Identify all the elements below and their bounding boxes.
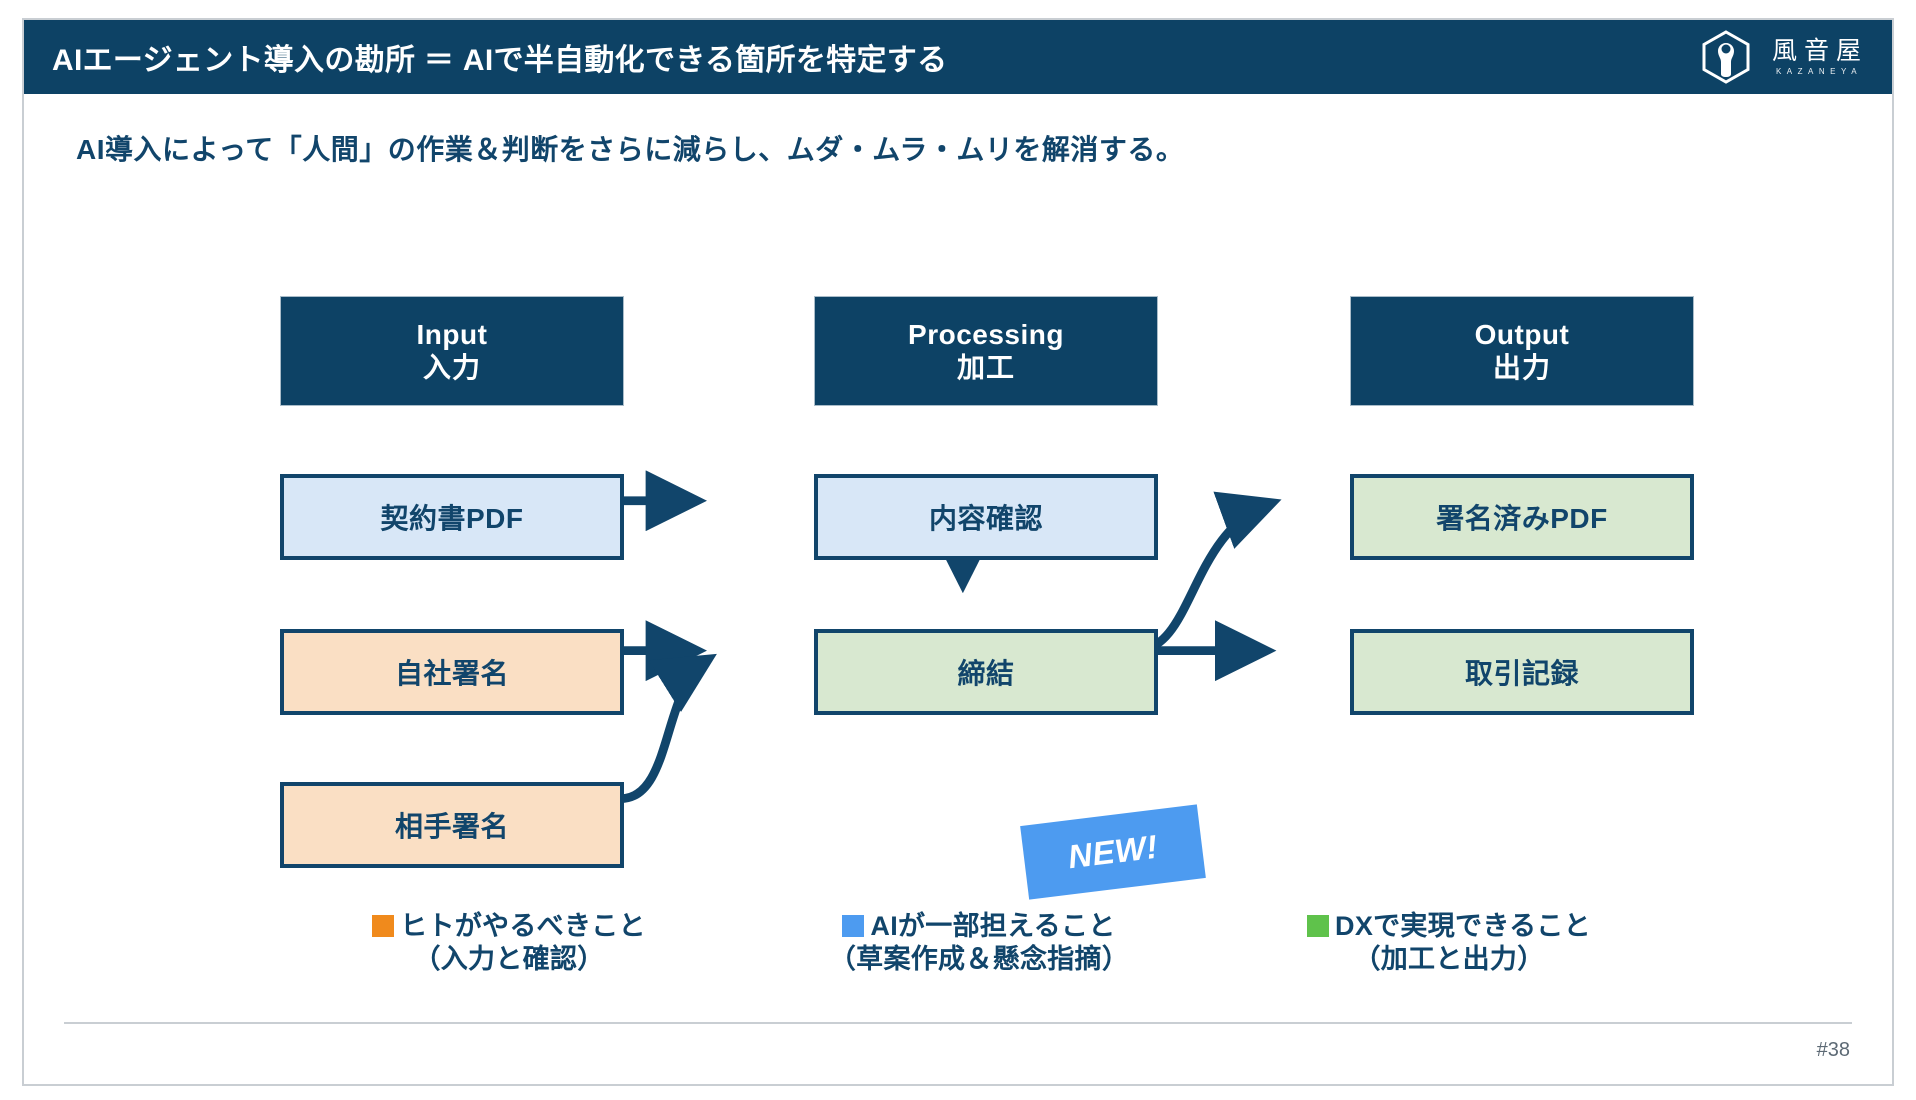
node-content-check[interactable]: 内容確認	[814, 474, 1158, 560]
new-badge-label: NEW!	[1066, 827, 1160, 876]
node-counterparty-signature[interactable]: 相手署名	[280, 782, 624, 868]
new-badge: NEW!	[1020, 804, 1206, 900]
column-header-output: Output 出力	[1350, 296, 1694, 406]
brand-logo: 風音屋 KAZANEYA	[1701, 30, 1868, 84]
column-header-input-en: Input	[416, 318, 488, 350]
legend-swatch-blue-icon	[842, 915, 865, 938]
column-header-output-jp: 出力	[1492, 352, 1551, 383]
legend: ヒトがやるべきこと （入力と確認） AIが一部担えること （草案作成＆懸念指摘）…	[274, 910, 1684, 976]
page-title: AIエージェント導入の勘所 ＝ AIで半自動化できる箇所を特定する	[52, 44, 948, 77]
legend-sub-ai: （草案作成＆懸念指摘）	[828, 943, 1130, 974]
logo-wordmark: 風音屋 KAZANEYA	[1765, 37, 1868, 76]
legend-label-human: ヒトがやるべきこと	[400, 911, 646, 941]
slide-frame: AIエージェント導入の勘所 ＝ AIで半自動化できる箇所を特定する 風音屋 KA…	[22, 18, 1894, 1086]
legend-sub-dx: （加工と出力）	[1353, 943, 1545, 974]
legend-label-ai: AIが一部担えること	[870, 911, 1116, 941]
column-header-output-en: Output	[1474, 318, 1570, 350]
logo-jp-text: 風音屋	[1771, 37, 1868, 66]
page-number: #38	[1816, 1039, 1850, 1061]
legend-sub-human: （入力と確認）	[413, 943, 605, 974]
process-diagram: Input 入力 Processing 加工 Output 出力 契約書PDF …	[24, 20, 1892, 1084]
node-contract-pdf[interactable]: 契約書PDF	[280, 474, 624, 560]
legend-item-human: ヒトがやるべきこと （入力と確認）	[274, 910, 744, 976]
node-transaction-record[interactable]: 取引記録	[1350, 629, 1694, 715]
column-header-processing-jp: 加工	[956, 352, 1015, 383]
legend-label-dx: DXで実現できること	[1335, 911, 1591, 941]
column-header-input: Input 入力	[280, 296, 624, 406]
legend-swatch-orange-icon	[372, 915, 395, 938]
column-header-processing: Processing 加工	[814, 296, 1158, 406]
node-signed-pdf[interactable]: 署名済みPDF	[1350, 474, 1694, 560]
kazaneya-hexagon-icon	[1701, 30, 1751, 84]
column-header-input-jp: 入力	[422, 352, 481, 383]
slide-header: AIエージェント導入の勘所 ＝ AIで半自動化できる箇所を特定する 風音屋 KA…	[24, 20, 1892, 94]
legend-item-dx: DXで実現できること （加工と出力）	[1214, 910, 1684, 976]
lead-statement: AI導入によって「人間」の作業＆判断をさらに減らし、ムダ・ムラ・ムリを解消する。	[76, 134, 1185, 165]
legend-item-ai: AIが一部担えること （草案作成＆懸念指摘）	[744, 910, 1214, 976]
logo-en-text: KAZANEYA	[1775, 66, 1863, 76]
node-conclusion[interactable]: 締結	[814, 629, 1158, 715]
legend-swatch-green-icon	[1307, 915, 1330, 938]
node-own-signature[interactable]: 自社署名	[280, 629, 624, 715]
footer-divider	[64, 1022, 1852, 1024]
column-header-processing-en: Processing	[908, 318, 1064, 350]
